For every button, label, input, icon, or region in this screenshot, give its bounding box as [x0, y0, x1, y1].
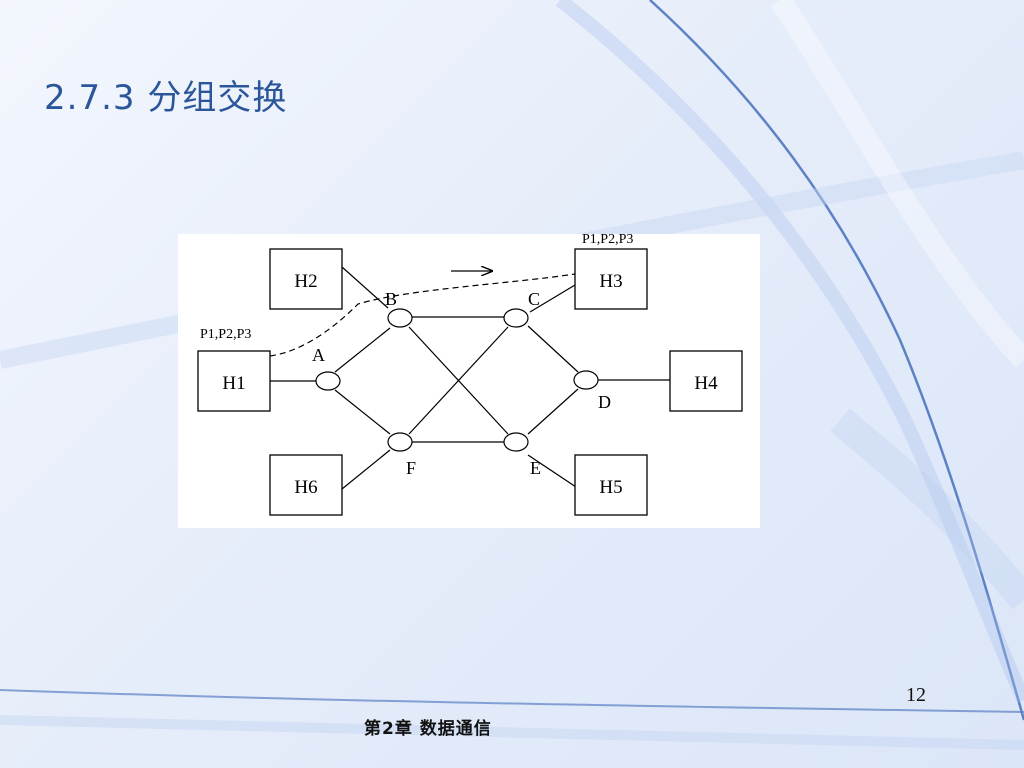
- host-label-h4: H4: [694, 373, 718, 394]
- link-h2-b: [341, 266, 389, 309]
- node-c: [503, 308, 529, 328]
- link-e-d: [527, 388, 579, 435]
- packet-switching-diagram: H1 H2 H3 H4 H5 H6 A B C D E F P1,P2,P3 P…: [178, 234, 760, 528]
- host-label-h1: H1: [222, 373, 245, 394]
- node-label-a: A: [312, 345, 325, 365]
- page-number: 12: [906, 684, 926, 706]
- node-label-d: D: [598, 392, 611, 412]
- packet-label-source: P1,P2,P3: [200, 327, 251, 342]
- packet-route-dashed: [269, 273, 576, 357]
- link-a-f: [334, 389, 391, 435]
- node-a: [315, 371, 341, 391]
- links-group: [270, 266, 670, 490]
- host-box-h6: [269, 454, 343, 516]
- host-label-h3: H3: [599, 271, 622, 292]
- host-box-h5: [574, 454, 648, 516]
- link-c-d: [527, 325, 579, 373]
- host-box-h4: [669, 350, 743, 412]
- host-label-h2: H2: [294, 271, 317, 292]
- node-label-e: E: [530, 458, 541, 478]
- footer-chapter: 第2章 数据通信: [364, 719, 492, 739]
- link-a-b: [334, 327, 391, 373]
- slide-title: 2.7.3 分组交换: [44, 78, 288, 118]
- host-box-h1: [197, 350, 271, 412]
- node-label-f: F: [406, 458, 416, 478]
- host-label-h5: H5: [599, 477, 622, 498]
- link-h6-f: [341, 449, 391, 490]
- network-diagram-svg: H1 H2 H3 H4 H5 H6 A B C D E F P1,P2,P3 P…: [197, 234, 743, 516]
- node-label-b: B: [385, 289, 397, 309]
- node-label-c: C: [528, 289, 540, 309]
- link-f-c: [408, 326, 509, 435]
- node-e: [503, 432, 529, 452]
- host-label-h6: H6: [294, 477, 317, 498]
- node-b: [387, 308, 413, 328]
- host-box-h2: [269, 248, 343, 310]
- host-box-h3: [574, 248, 648, 310]
- node-d: [573, 370, 599, 390]
- link-h5-e: [527, 454, 577, 488]
- node-f: [387, 432, 413, 452]
- packet-label-destination: P1,P2,P3: [582, 234, 633, 247]
- link-h3-c: [529, 284, 576, 313]
